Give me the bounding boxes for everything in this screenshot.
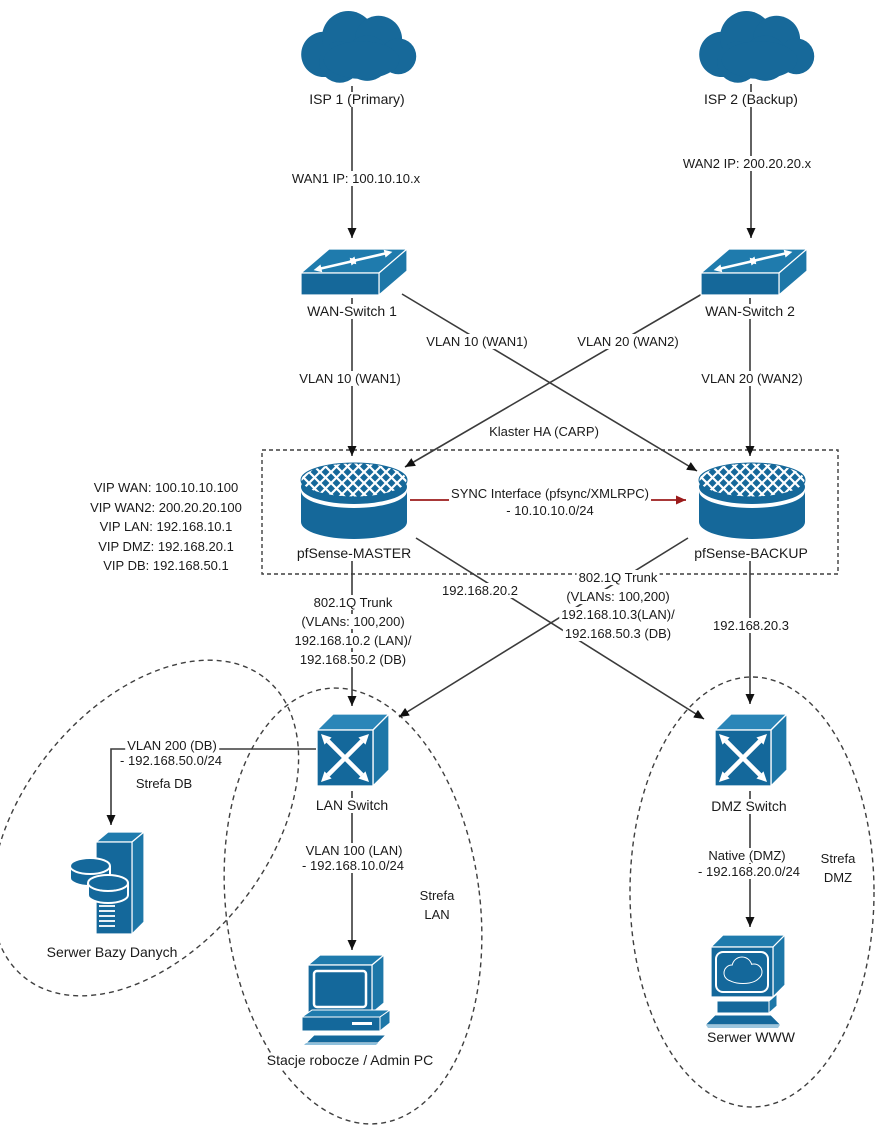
workstation-icon — [300, 953, 392, 1045]
vlan10-direct-label: VLAN 10 (WAN1) — [297, 371, 403, 386]
vlan10-cross-label: VLAN 10 (WAN1) — [424, 334, 530, 349]
zone-lan-label-line1: Strefa — [417, 888, 457, 903]
zone-db-ellipse — [0, 659, 300, 997]
cluster-title: Klaster HA (CARP) — [487, 424, 601, 439]
workstations-label: Stacje robocze / Admin PC — [264, 1052, 436, 1068]
wan-switch-2-label: WAN-Switch 2 — [703, 303, 797, 319]
dmz-switch-icon — [713, 712, 789, 788]
vlan20-cross-label: VLAN 20 (WAN2) — [575, 334, 681, 349]
trunk-backup-line1: 802.1Q Trunk — [576, 570, 660, 585]
isp1-label: ISP 1 (Primary) — [307, 91, 407, 107]
zone-dmz-ellipse — [629, 676, 875, 1108]
sync-label-line1: SYNC Interface (pfsync/XMLRPC) — [449, 486, 651, 501]
edge-wanswitch2-master — [404, 293, 703, 468]
vlan100-lan-line1: VLAN 100 (LAN) — [303, 843, 405, 858]
vip-db: VIP DB: 192.168.50.1 — [101, 558, 231, 573]
vip-wan2: VIP WAN2: 200.20.20.100 — [88, 500, 244, 515]
native-dmz-line2: - 192.168.20.0/24 — [696, 864, 802, 879]
isp2-cloud-icon — [699, 11, 815, 83]
trunk-backup-line2: (VLANs: 100,200) — [564, 589, 672, 604]
vip-lan: VIP LAN: 192.168.10.1 — [97, 519, 235, 534]
pfsense-backup-label: pfSense-BACKUP — [692, 545, 810, 561]
backup-dmz-ip-label: 192.168.20.3 — [711, 618, 791, 633]
wan-switch-1-label: WAN-Switch 1 — [305, 303, 399, 319]
db-server-label: Serwer Bazy Danych — [44, 944, 180, 960]
zone-db-label: Strefa DB — [133, 776, 195, 791]
db-server-icon — [69, 830, 146, 936]
www-server-icon — [705, 933, 787, 1028]
vlan100-lan-line2: - 192.168.10.0/24 — [300, 858, 406, 873]
wan1-ip-label: WAN1 IP: 100.10.10.x — [289, 171, 423, 186]
vip-dmz: VIP DMZ: 192.168.20.1 — [96, 539, 236, 554]
lan-switch-icon — [315, 712, 391, 788]
pfsense-master-router-icon — [300, 462, 408, 539]
trunk-master-line4: 192.168.50.2 (DB) — [297, 652, 409, 667]
edge-lanswitch-dbserver — [106, 748, 316, 825]
vlan20-direct-label: VLAN 20 (WAN2) — [699, 371, 805, 386]
pfsense-backup-router-icon — [698, 462, 806, 539]
master-dmz-ip-label: 192.168.20.2 — [440, 583, 520, 598]
trunk-master-line2: (VLANs: 100,200) — [299, 614, 407, 629]
vlan200-db-line2: - 192.168.50.0/24 — [118, 753, 224, 768]
pfsense-master-label: pfSense-MASTER — [294, 545, 414, 561]
zone-lan-ellipse — [223, 687, 483, 1125]
isp2-label: ISP 2 (Backup) — [702, 91, 800, 107]
isp1-cloud-icon — [301, 11, 417, 83]
dmz-switch-label: DMZ Switch — [709, 798, 789, 814]
cluster-box — [261, 449, 839, 575]
vip-wan: VIP WAN: 100.10.10.100 — [91, 480, 241, 495]
www-server-label: Serwer WWW — [705, 1029, 797, 1045]
zone-dmz-label-line2: DMZ — [821, 870, 855, 885]
sync-label-line2: - 10.10.10.0/24 — [504, 503, 596, 518]
wan-switch-1-icon — [299, 247, 409, 297]
native-dmz-line1: Native (DMZ) — [706, 848, 788, 863]
zone-dmz-label-line1: Strefa — [818, 851, 858, 866]
trunk-backup-line3: 192.168.10.3(LAN)/ — [559, 607, 677, 622]
trunk-backup-line4: 192.168.50.3 (DB) — [562, 626, 674, 641]
wan-switch-2-icon — [699, 247, 809, 297]
edge-backup-lanswitch — [398, 537, 689, 718]
zone-lan-label-line2: LAN — [422, 907, 452, 922]
trunk-master-line3: 192.168.10.2 (LAN)/ — [292, 633, 414, 648]
lan-switch-label: LAN Switch — [313, 797, 391, 813]
wan2-ip-label: WAN2 IP: 200.20.20.x — [680, 156, 814, 171]
vlan200-db-line1: VLAN 200 (DB) — [125, 738, 219, 753]
trunk-master-line1: 802.1Q Trunk — [311, 595, 395, 610]
edge-master-dmzswitch — [415, 537, 705, 720]
